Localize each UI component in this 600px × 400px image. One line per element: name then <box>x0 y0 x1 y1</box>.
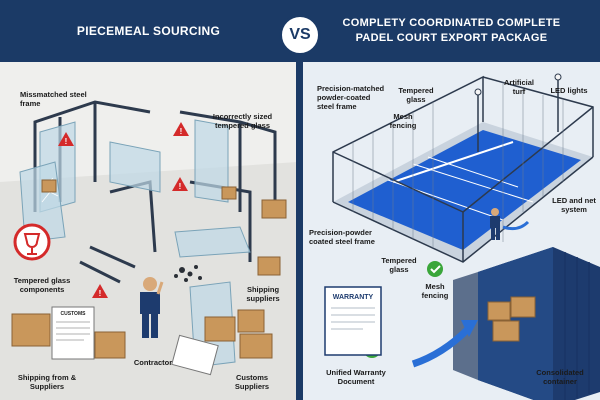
warranty-title: WARRANTY <box>333 294 374 301</box>
shipping-container <box>453 247 600 400</box>
warranty-document: WARRANTY <box>324 286 382 356</box>
piecemeal-scene: ! ! ! ! <box>0 62 297 400</box>
led-light-poles <box>477 77 559 152</box>
vs-badge: VS <box>279 14 321 56</box>
cardboard-boxes <box>11 179 287 359</box>
label-incorrect-glass: Incorrectly sized tempered glass <box>212 112 273 130</box>
right-title-line1: COMPLETY COORDINATED COMPLETE <box>342 17 561 29</box>
label-tempered-bottom: Tempered glass <box>381 256 417 274</box>
label-tempered-top: Tempered glass <box>398 86 434 104</box>
svg-text:!: ! <box>180 127 183 136</box>
center-divider <box>296 0 304 400</box>
label-powder-frame: Precision-matched powder-coated steel fr… <box>317 84 385 111</box>
svg-text:!: ! <box>65 137 68 146</box>
warning-icon: ! ! ! ! <box>58 122 189 298</box>
customs-document: CUSTOMS <box>51 306 219 376</box>
fragile-icon <box>13 223 51 261</box>
right-title: COMPLETY COORDINATED COMPLETE PADEL COUR… <box>303 0 600 62</box>
arrow-icon <box>411 326 471 368</box>
right-panel: COMPLETY COORDINATED COMPLETE PADEL COUR… <box>303 0 600 400</box>
customs-doc-label: CUSTOMS <box>61 311 87 317</box>
installer-figure <box>490 208 500 240</box>
label-customs-suppliers: Customs Suppliers <box>234 373 270 391</box>
label-led-lights: LED lights <box>550 86 588 95</box>
hardware-parts <box>174 265 202 282</box>
svg-text:!: ! <box>179 182 182 191</box>
label-glass-components: Tempered glass components <box>13 276 71 294</box>
label-shipping-from: Shipping from & Suppliers <box>17 373 77 391</box>
label-mesh-bottom: Mesh fencing <box>421 282 449 300</box>
right-title-line2: PADEL COURT EXPORT PACKAGE <box>355 32 548 44</box>
label-led-net: LED and net system <box>552 196 596 214</box>
label-container: Consolidated container <box>536 368 584 386</box>
label-warranty-doc: Unified Warranty Document <box>326 368 386 386</box>
label-artificial-turf: Artificial turf <box>503 78 534 96</box>
label-mesh-top: Mesh fencing <box>389 112 417 130</box>
label-contractor: Contractor <box>133 358 173 367</box>
svg-text:!: ! <box>99 289 102 298</box>
left-title: PIECEMEAL SOURCING <box>0 0 297 62</box>
label-mismatched-frame: Missmatched steel frame <box>20 90 87 108</box>
label-shipping-suppliers: Shipping suppliers <box>246 285 280 303</box>
coordinated-scene: WARRANTY <box>303 62 600 400</box>
steel-frame <box>332 75 594 263</box>
label-powder-frame-2: Precision-powder coated steel frame <box>309 228 375 246</box>
contractor-figure <box>140 277 164 338</box>
left-panel: PIECEMEAL SOURCING <box>0 0 297 400</box>
